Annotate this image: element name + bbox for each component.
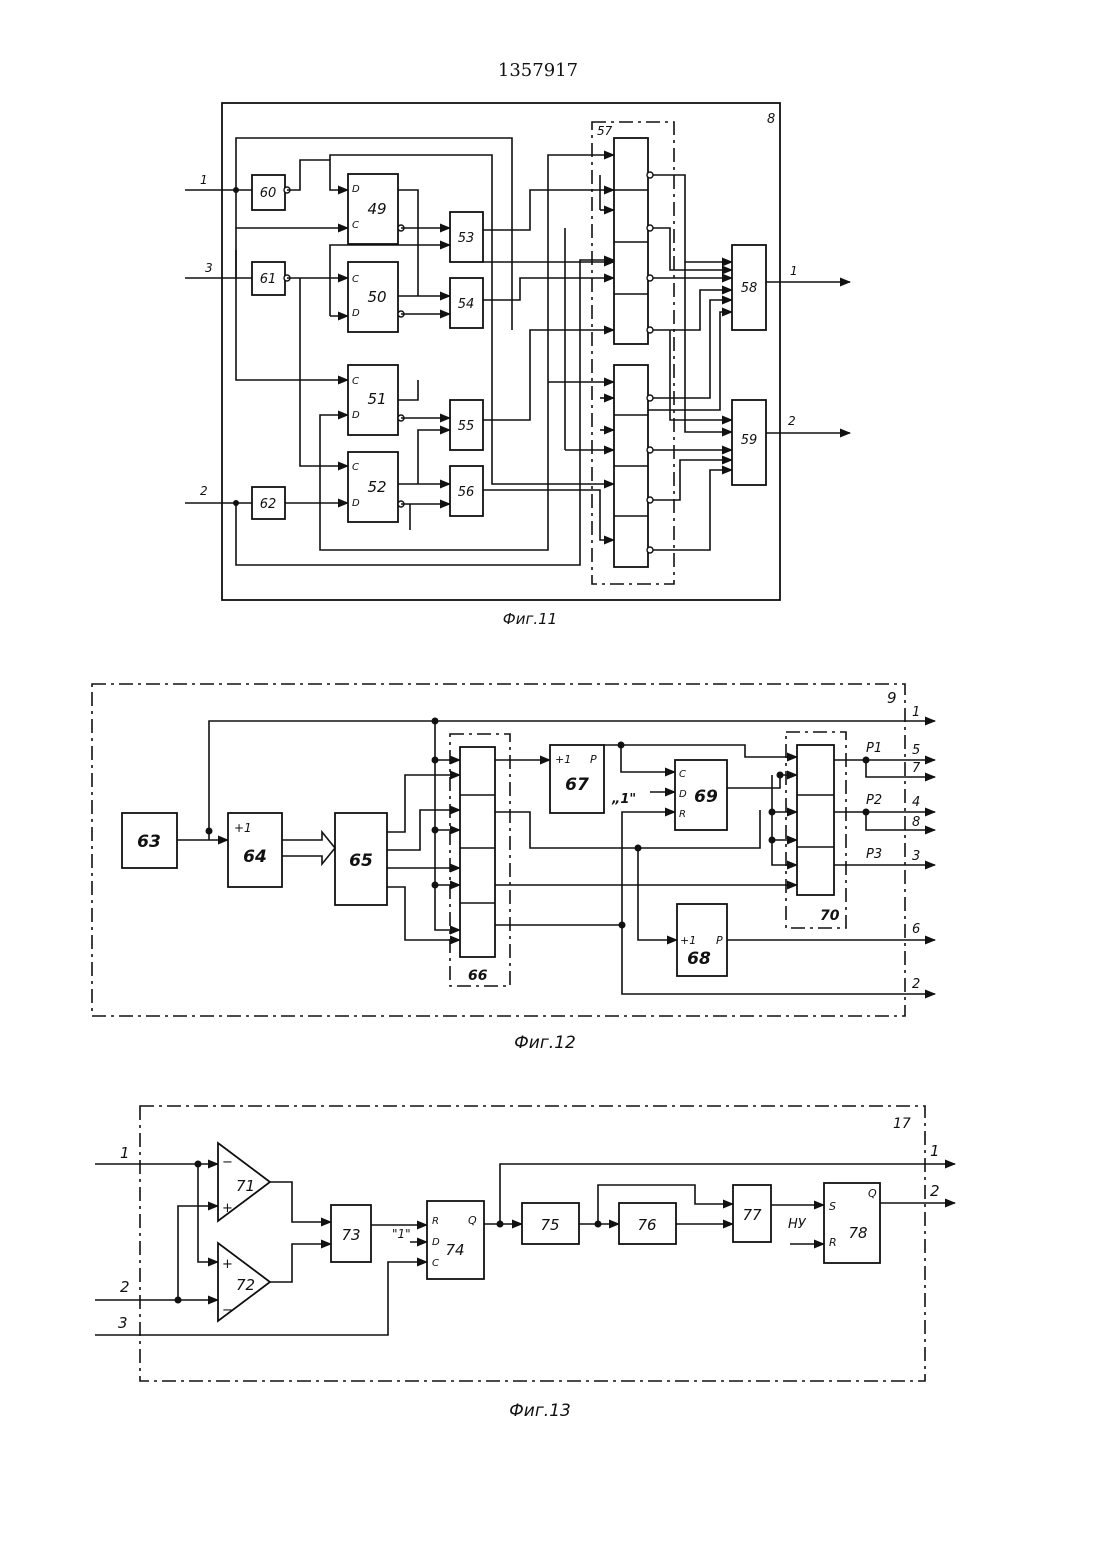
svg-text:C: C — [679, 769, 686, 780]
svg-text:S: S — [829, 1200, 836, 1213]
svg-text:−: − — [222, 1303, 233, 1318]
svg-text:57: 57 — [597, 124, 613, 138]
svg-text:73: 73 — [341, 1226, 360, 1244]
const-one-74: "1" — [392, 1227, 411, 1241]
svg-text:76: 76 — [637, 1216, 656, 1234]
svg-text:−: − — [222, 1155, 233, 1170]
svg-text:52: 52 — [367, 478, 386, 496]
svg-text:3: 3 — [912, 849, 920, 864]
svg-text:C: C — [352, 220, 359, 231]
svg-text:Q: Q — [868, 1187, 877, 1200]
svg-text:77: 77 — [742, 1206, 762, 1224]
const-one-69: „1" — [611, 792, 636, 807]
svg-text:64: 64 — [243, 847, 267, 867]
block-57-upper-stack — [614, 138, 648, 344]
svg-text:8: 8 — [912, 815, 920, 830]
svg-text:3: 3 — [118, 1314, 128, 1332]
fig11-frame-label: 8 — [767, 112, 775, 127]
svg-text:69: 69 — [694, 787, 718, 807]
svg-text:78: 78 — [848, 1224, 867, 1242]
fig11-input-1-label: 1 — [200, 173, 208, 187]
figure-13: 17 − + 71 + − 72 73 R D C Q 74 "1" 75 76… — [95, 1106, 955, 1421]
svg-text:63: 63 — [137, 832, 161, 852]
svg-text:55: 55 — [458, 419, 475, 434]
svg-text:+1: +1 — [680, 934, 696, 947]
ny-label: НУ — [788, 1217, 807, 1232]
svg-text:+: + — [222, 1257, 233, 1272]
block-66-stack — [460, 747, 495, 957]
fig11-input-3-label: 3 — [205, 261, 213, 275]
fig11-output-2-label: 2 — [788, 414, 796, 428]
svg-text:+1: +1 — [234, 821, 252, 835]
svg-text:C: C — [352, 274, 359, 285]
svg-text:D: D — [432, 1237, 440, 1248]
svg-text:53: 53 — [458, 231, 475, 246]
svg-text:61: 61 — [260, 272, 277, 287]
svg-text:60: 60 — [260, 186, 277, 201]
svg-text:54: 54 — [458, 297, 475, 312]
fig11-wiring — [236, 138, 732, 565]
svg-text:62: 62 — [260, 497, 277, 512]
figure-12: 9 63 +1 64 65 66 +1 P 67 C D R 69 „1" +1… — [92, 684, 935, 1053]
bus-64-65 — [282, 832, 335, 864]
svg-text:59: 59 — [741, 433, 758, 448]
svg-text:P: P — [716, 934, 723, 947]
fig11-frame — [222, 103, 780, 600]
svg-text:D: D — [679, 789, 687, 800]
svg-text:D: D — [352, 184, 360, 195]
svg-text:1: 1 — [912, 705, 920, 720]
svg-text:68: 68 — [687, 949, 711, 969]
svg-text:D: D — [352, 410, 360, 421]
svg-text:2: 2 — [120, 1278, 130, 1296]
fig12-caption: Фиг.12 — [514, 1033, 576, 1053]
fig11-caption: Фиг.11 — [503, 610, 557, 628]
svg-text:+1: +1 — [555, 753, 571, 766]
svg-text:71: 71 — [236, 1177, 255, 1195]
svg-text:Q: Q — [468, 1214, 477, 1227]
fig11-output-1-label: 1 — [790, 264, 798, 278]
svg-text:R: R — [432, 1216, 439, 1227]
svg-text:D: D — [352, 498, 360, 509]
svg-text:66: 66 — [468, 968, 488, 984]
svg-text:P1: P1 — [866, 741, 882, 756]
svg-text:+: + — [222, 1201, 233, 1216]
svg-text:7: 7 — [912, 761, 921, 776]
svg-text:D: D — [352, 308, 360, 319]
svg-text:67: 67 — [565, 775, 589, 795]
svg-text:75: 75 — [540, 1216, 559, 1234]
svg-text:R: R — [829, 1236, 837, 1249]
fig13-frame-label: 17 — [893, 1116, 911, 1132]
svg-text:1: 1 — [930, 1142, 940, 1160]
svg-text:2: 2 — [930, 1182, 940, 1200]
svg-text:5: 5 — [912, 743, 920, 758]
svg-text:P3: P3 — [866, 847, 882, 862]
svg-text:6: 6 — [912, 922, 920, 937]
svg-text:C: C — [352, 376, 359, 387]
svg-text:C: C — [352, 462, 359, 473]
svg-text:P2: P2 — [866, 793, 882, 808]
svg-text:65: 65 — [349, 851, 373, 871]
block-70-stack — [797, 745, 834, 895]
svg-text:50: 50 — [367, 288, 386, 306]
svg-text:2: 2 — [912, 977, 920, 992]
svg-text:58: 58 — [741, 281, 758, 296]
svg-text:56: 56 — [458, 485, 475, 500]
svg-text:R: R — [679, 809, 686, 820]
patent-number: 1357917 — [498, 60, 578, 81]
svg-text:49: 49 — [367, 200, 386, 218]
fig13-caption: Фиг.13 — [509, 1401, 571, 1421]
svg-text:1: 1 — [120, 1144, 130, 1162]
figure-11: 8 1 3 2 60 61 62 D C 49 C D 50 C D 51 — [185, 103, 850, 628]
svg-text:74: 74 — [445, 1241, 464, 1259]
fig12-frame-label: 9 — [887, 689, 897, 707]
svg-text:70: 70 — [820, 908, 840, 924]
svg-text:C: C — [432, 1258, 439, 1269]
svg-text:P: P — [590, 753, 597, 766]
svg-text:4: 4 — [912, 795, 920, 810]
fig11-input-2-label: 2 — [200, 484, 208, 498]
svg-text:51: 51 — [367, 390, 386, 408]
svg-text:72: 72 — [236, 1276, 255, 1294]
